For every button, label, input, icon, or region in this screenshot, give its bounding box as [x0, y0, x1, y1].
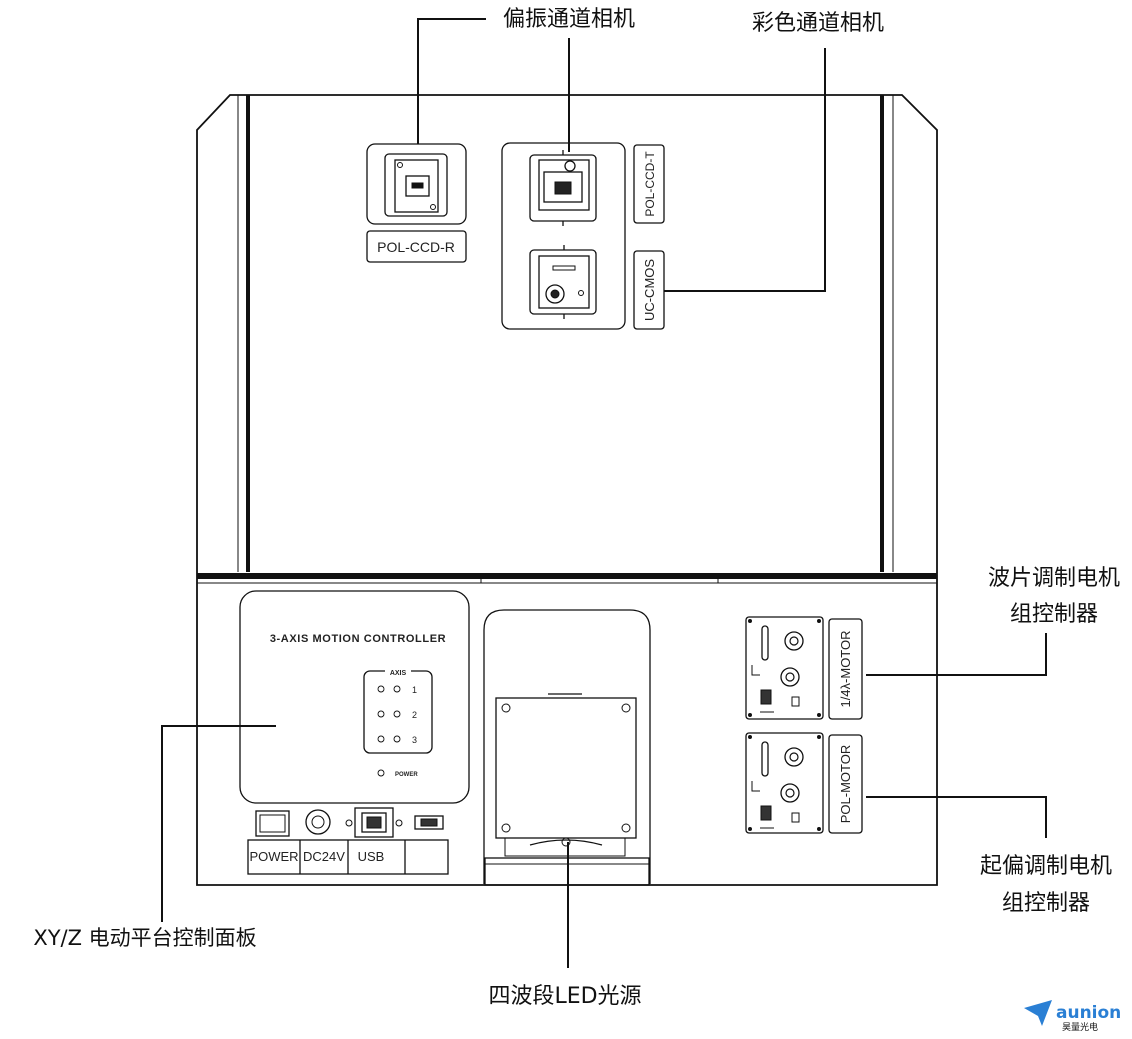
motor-quarter-label-box: [828, 618, 863, 720]
pol-ccd-r-label-box: [366, 230, 467, 263]
callout-pol-camera: 偏振通道相机: [503, 7, 635, 32]
motor-pol-label-box: [828, 734, 863, 834]
logo-brand: aunion: [1056, 1003, 1121, 1023]
axis-led: [393, 685, 401, 693]
leader-waveplate: [866, 633, 1047, 676]
axis-led: [377, 735, 385, 743]
chassis-divider: [197, 573, 937, 579]
power-led: [377, 769, 385, 777]
port-connector: [414, 815, 444, 830]
leader-pol-camera: [417, 18, 486, 144]
callout-led-source: 四波段LED光源: [488, 984, 641, 1009]
port-label-dc24v: DC24V: [303, 849, 345, 864]
axis-number: 2: [412, 710, 417, 720]
port-label-power: POWER: [249, 849, 298, 864]
pol-ccd-r-label: POL-CCD-R: [377, 239, 455, 255]
leader-lines: [161, 18, 1047, 968]
pol-ccd-t-camera: [529, 150, 597, 226]
axis-led: [377, 685, 385, 693]
aunion-logo: aunion 昊量光电: [1024, 1000, 1121, 1033]
dc24v-jack: [305, 809, 331, 835]
uc-cmos-label: UC-CMOS: [642, 259, 657, 321]
motor-pol-label: POL-MOTOR: [838, 745, 853, 824]
callout-waveplate-line1: 波片调制电机: [988, 566, 1120, 591]
axis-number: 3: [412, 735, 417, 745]
pol-ccd-r-camera: [366, 143, 467, 263]
axis-led: [377, 710, 385, 718]
camera-block: [501, 142, 665, 330]
port-label-usb: USB: [358, 849, 385, 864]
power-led-label: POWER: [395, 772, 418, 778]
logo-sub: 昊量光电: [1062, 1021, 1098, 1033]
led-light-source: [483, 609, 651, 886]
uc-cmos-camera: [529, 245, 597, 319]
callout-waveplate-line2: 组控制器: [1010, 602, 1098, 627]
motor-controller-quarter: [745, 616, 824, 720]
pol-ccd-t-label: POL-CCD-T: [643, 151, 657, 217]
controller-title: 3-AXIS MOTION CONTROLLER: [270, 633, 446, 645]
pol-ccd-t-label-box: [633, 144, 665, 224]
motor-controller-pol: [745, 732, 824, 834]
callout-polarizer-line1: 起偏调制电机: [980, 854, 1112, 879]
axis-led: [393, 710, 401, 718]
power-switch: [255, 810, 290, 837]
chassis-outline: [196, 94, 938, 886]
leader-color-camera: [664, 48, 826, 292]
axis-indicator-box: [363, 670, 433, 754]
leader-polarizer: [866, 796, 1047, 838]
axis-number: 1: [412, 685, 417, 695]
controller-ports: [247, 807, 449, 875]
motor-quarter-label: 1/4λ-MOTOR: [838, 630, 853, 707]
chassis: [196, 94, 938, 886]
callout-polarizer-line2: 组控制器: [1002, 891, 1090, 916]
usb-port: [354, 807, 394, 838]
leader-xyz-panel: [161, 725, 276, 922]
callout-color-camera: 彩色通道相机: [752, 11, 884, 36]
callout-xyz-panel: XY/Z 电动平台控制面板: [33, 926, 256, 950]
axis-led: [393, 735, 401, 743]
led-module-box: [495, 697, 637, 839]
motion-controller-panel: [239, 590, 470, 804]
axis-label: AXIS: [390, 670, 407, 677]
logo-mark-icon: [1024, 1000, 1052, 1026]
